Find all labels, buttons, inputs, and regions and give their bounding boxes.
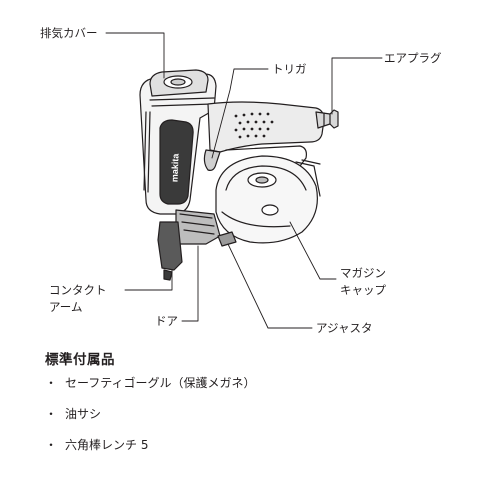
- leader-exhaust-cover: [105, 32, 165, 79]
- leader-lines: [105, 32, 383, 329]
- leader-door: [181, 245, 199, 322]
- label-magazine-cap-line2: キャップ: [340, 283, 386, 297]
- accessory-item: ・セーフティゴーグル（保護メガネ）: [45, 375, 256, 391]
- nailer-diagram: makita: [105, 32, 383, 329]
- accessory-item: ・六角棒レンチ 5: [45, 437, 148, 453]
- leader-trigger: [211, 68, 269, 159]
- leader-contact-arm: [124, 269, 173, 291]
- accessories-title: 標準付属品: [45, 352, 115, 368]
- accessory-item-text: 油サシ: [65, 407, 102, 421]
- leader-magazine-cap: [289, 221, 337, 280]
- label-trigger: トリガ: [272, 62, 307, 76]
- label-air-plug: エアプラグ: [384, 51, 442, 65]
- label-magazine-cap-line1: マガジン: [340, 266, 386, 280]
- label-door: ドア: [155, 314, 178, 328]
- nailer-body: [139, 69, 339, 281]
- label-magazine-cap: マガジン キャップ: [340, 266, 386, 297]
- makita-logo: makita: [170, 152, 181, 182]
- label-contact-arm-line2: アーム: [49, 300, 83, 314]
- accessory-item-text: セーフティゴーグル（保護メガネ）: [65, 376, 256, 390]
- bullet: ・: [45, 376, 58, 390]
- accessory-item-text: 六角棒レンチ 5: [65, 438, 149, 452]
- label-contact-arm: コンタクト アーム: [49, 283, 107, 314]
- leader-adjuster: [227, 243, 313, 329]
- label-exhaust-cover: 排気カバー: [40, 26, 98, 40]
- bullet: ・: [45, 407, 58, 421]
- label-adjuster: アジャスタ: [316, 321, 373, 335]
- bullet: ・: [45, 438, 58, 452]
- label-contact-arm-line1: コンタクト: [49, 283, 107, 297]
- accessory-item: ・油サシ: [45, 406, 101, 422]
- leader-air-plug: [331, 57, 383, 115]
